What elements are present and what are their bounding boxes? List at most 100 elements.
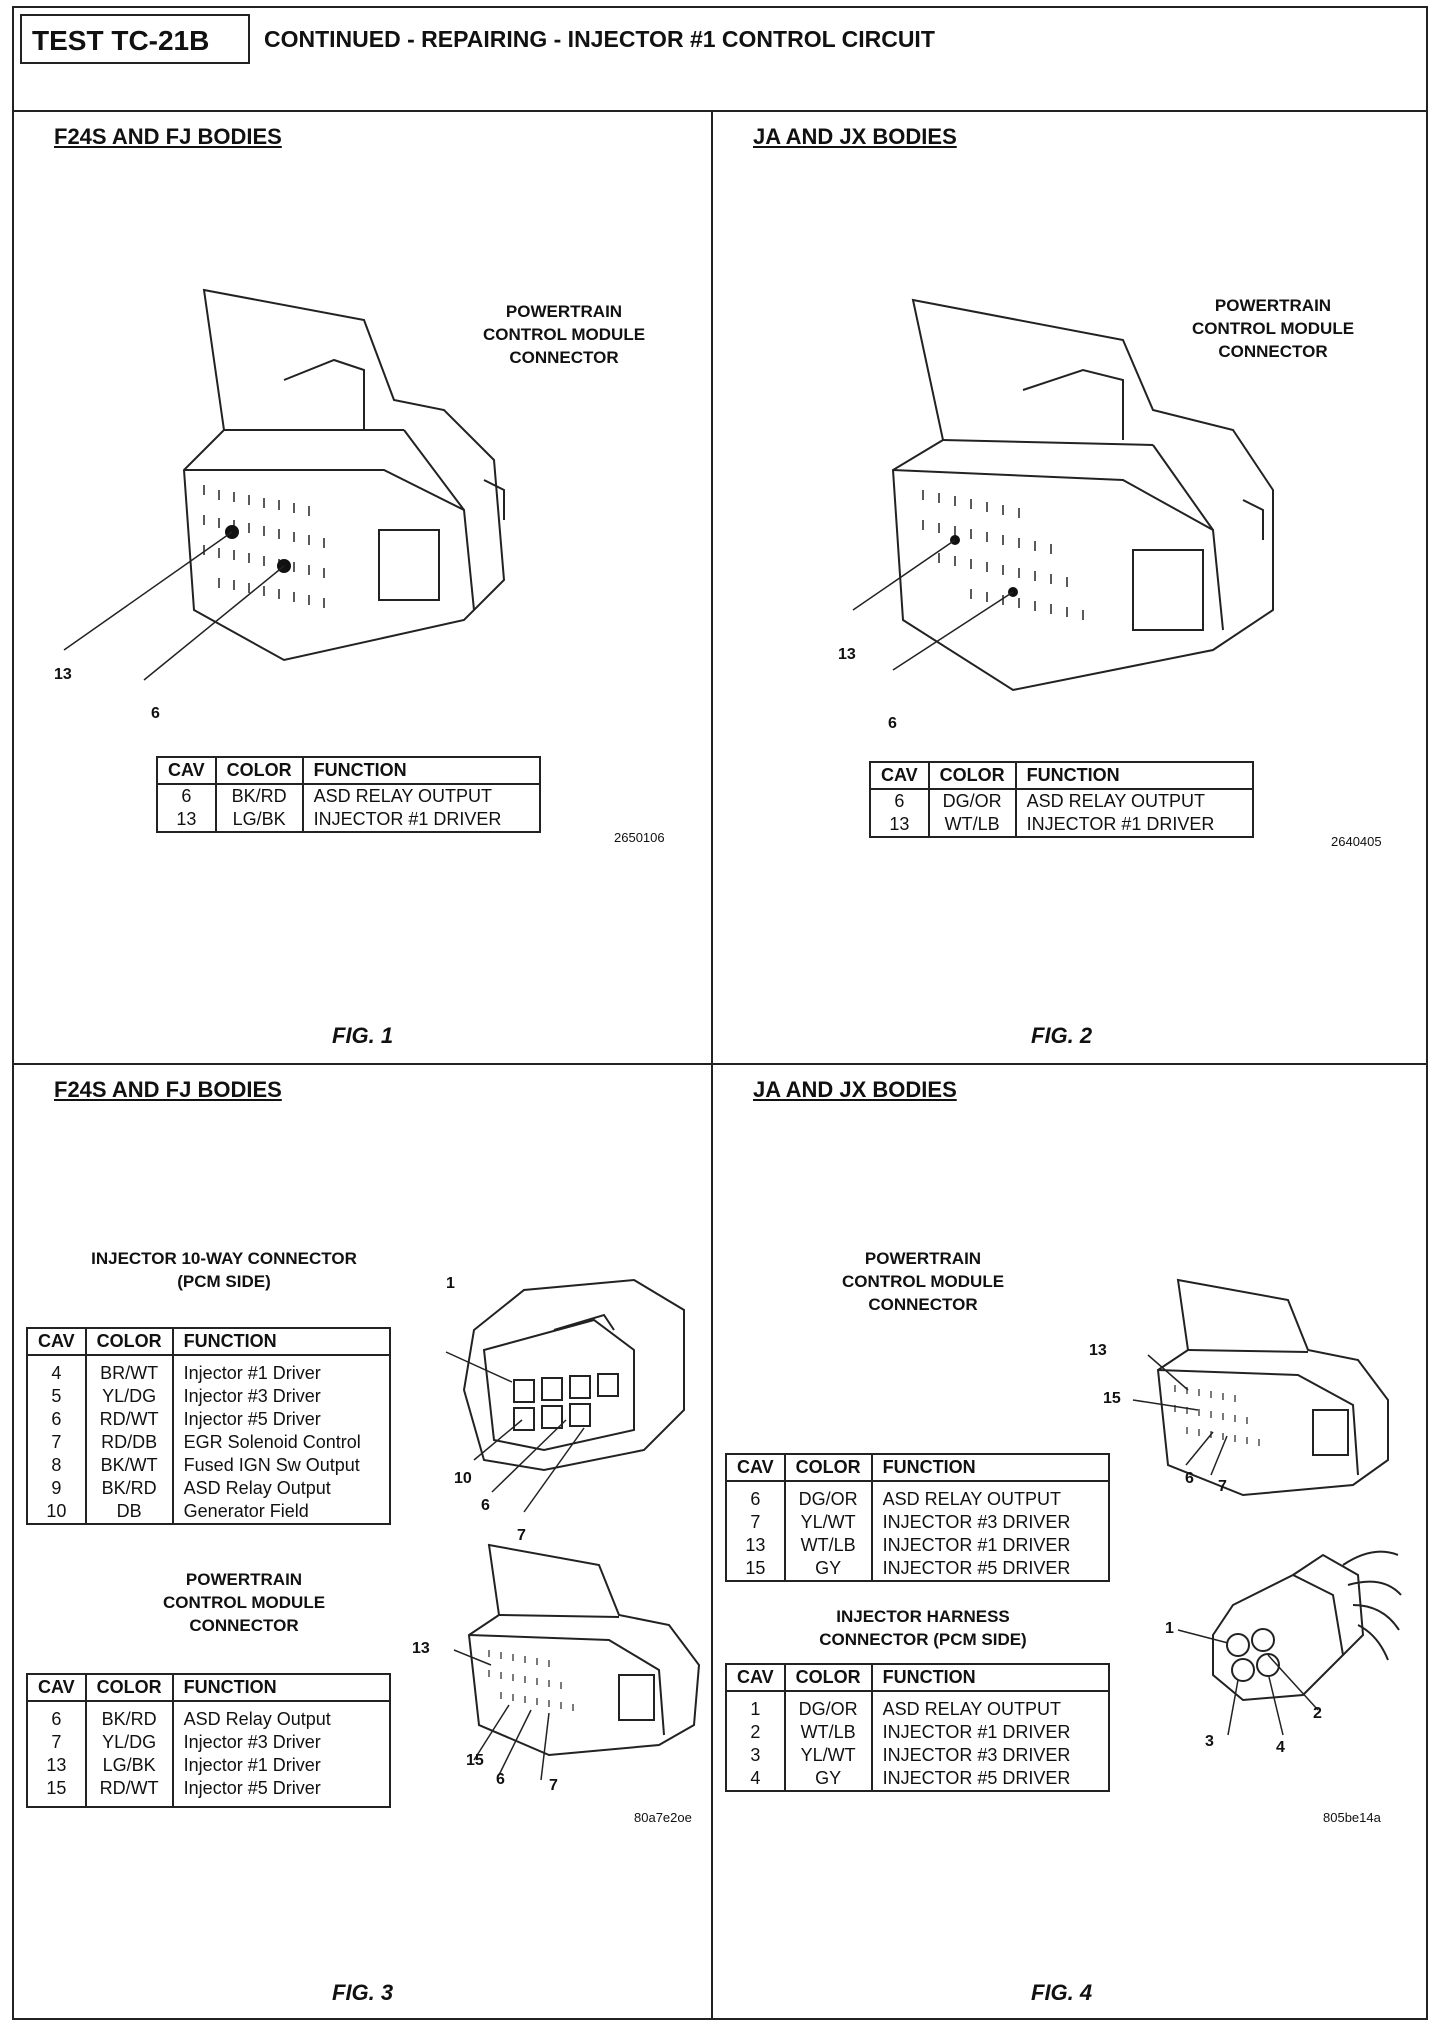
page-header: TEST TC-21B CONTINUED - REPAIRING - INJE… (14, 8, 1426, 112)
fig3-panel: F24S AND FJ BODIES INJECTOR 10-WAY CONNE… (14, 1065, 711, 2020)
cell-function: INJECTOR #1 DRIVER (313, 809, 502, 829)
table-row: 13 LG/BK INJECTOR #1 DRIVER (157, 808, 540, 832)
fig4-panel: JA AND JX BODIES POWERTRAIN CONTROL MODU… (713, 1065, 1426, 2020)
fig4-label: FIG. 4 (1031, 1980, 1093, 2005)
col-function: FUNCTION (871, 1454, 1109, 1482)
fig4-pcm-callout-7: 7 (1218, 1478, 1227, 1495)
table-header-row: CAV COLOR FUNCTION (726, 1454, 1109, 1482)
fig4-pcm-connector-drawing (1132, 1278, 1389, 1497)
cell-cav: 13 (870, 813, 930, 837)
fig3-pcm-callout-6: 6 (496, 1771, 505, 1788)
fig4-pcm-callout-15: 15 (1103, 1390, 1121, 1407)
col-color: COLOR (215, 757, 304, 785)
fig1-pcm-connector-drawing (63, 288, 506, 681)
fig4-harness-callout-3: 3 (1205, 1733, 1214, 1750)
cell-cav: 6 (157, 784, 217, 808)
fig3-inj-callout-1: 1 (446, 1275, 455, 1292)
table-header-row: CAV COLOR FUNCTION (27, 1674, 390, 1702)
col-cav: CAV (726, 1454, 786, 1482)
fig2-callout-13: 13 (838, 646, 856, 663)
col-function: FUNCTION (1015, 762, 1253, 790)
fig2-callout-6: 6 (888, 715, 897, 732)
fig3-pcm-callout-13: 13 (412, 1640, 430, 1657)
table-header-row: CAV COLOR FUNCTION (27, 1328, 390, 1356)
fig3-pcm-callout-15: 15 (466, 1752, 484, 1769)
fig4-pcm-caption: POWERTRAIN CONTROL MODULE CONNECTOR (841, 1249, 1005, 1314)
table-header-row: CAV COLOR FUNCTION (870, 762, 1253, 790)
fig1-panel: F24S AND FJ BODIES POWERTRAIN CONTROL MO… (14, 110, 711, 1063)
col-cav: CAV (726, 1664, 786, 1692)
fig3-figure-code: 80a7e2oe (634, 1810, 692, 1825)
fig2-pcm-connector-drawing (852, 298, 1274, 692)
table-header-row: CAV COLOR FUNCTION (157, 757, 540, 785)
cell-color: BK/RD (215, 784, 304, 808)
fig4-title: JA AND JX BODIES (753, 1077, 957, 1102)
fig1-cav-table: CAV COLOR FUNCTION 6 BK/RD ASD RELAY OUT… (156, 756, 541, 833)
cell-color: LG/BK (215, 808, 304, 832)
fig4-harness-caption: INJECTOR HARNESS CONNECTOR (PCM SIDE) (819, 1607, 1027, 1649)
table-row: 6 BK/RD ASD RELAY OUTPUT (157, 784, 540, 808)
cell-cav: 13 (157, 808, 217, 832)
cell-color: WT/LB (928, 813, 1017, 837)
table-row: 13 WT/LB INJECTOR #1 DRIVER (870, 813, 1253, 837)
fig3-pcm-connector-drawing (453, 1543, 701, 1781)
test-id: TEST TC-21B (20, 14, 250, 64)
col-cav: CAV (27, 1674, 87, 1702)
col-function: FUNCTION (172, 1674, 390, 1702)
fig3-injector-connector-drawing (445, 1278, 685, 1513)
fig3-inj-callout-10: 10 (454, 1470, 472, 1487)
fig3-pcm-callout-7: 7 (549, 1777, 558, 1794)
fig1-callout-6: 6 (151, 705, 160, 722)
fig1-connector-caption: POWERTRAIN CONTROL MODULE CONNECTOR (482, 302, 646, 367)
fig1-label: FIG. 1 (332, 1023, 394, 1048)
col-color: COLOR (784, 1454, 873, 1482)
col-color: COLOR (784, 1664, 873, 1692)
col-cav: CAV (27, 1328, 87, 1356)
fig4-harness-callout-4: 4 (1276, 1739, 1285, 1756)
fig3-inj-callout-7: 7 (517, 1527, 526, 1544)
table-header-row: CAV COLOR FUNCTION (726, 1664, 1109, 1692)
fig2-title: JA AND JX BODIES (753, 124, 957, 149)
fig4-harness-connector-drawing (1177, 1550, 1402, 1736)
fig3-label: FIG. 3 (332, 1980, 394, 2005)
fig4-harness-callout-1: 1 (1165, 1620, 1174, 1637)
fig1-title: F24S AND FJ BODIES (54, 124, 282, 149)
table-row: 6 DG/OR ASD RELAY OUTPUT (870, 789, 1253, 813)
fig3-injector-caption: INJECTOR 10-WAY CONNECTOR (PCM SIDE) (91, 1249, 357, 1291)
col-color: COLOR (928, 762, 1017, 790)
cell-color: DG/OR (928, 789, 1017, 813)
col-function: FUNCTION (172, 1328, 390, 1356)
vertical-divider (711, 110, 713, 2020)
col-function: FUNCTION (871, 1664, 1109, 1692)
fig4-pcm-callout-6: 6 (1185, 1470, 1194, 1487)
cell-cav: 6 (870, 789, 930, 813)
fig2-panel: JA AND JX BODIES POWERTRAIN CONTROL MODU… (713, 110, 1426, 1063)
horizontal-divider (14, 1063, 1426, 1065)
fig2-figure-code: 2640405 (1331, 834, 1382, 849)
fig2-label: FIG. 2 (1031, 1023, 1093, 1048)
fig2-cav-table: CAV COLOR FUNCTION 6 DG/OR ASD RELAY OUT… (869, 761, 1254, 838)
cell-function: ASD RELAY OUTPUT (1026, 791, 1206, 811)
col-cav: CAV (157, 757, 217, 785)
col-function: FUNCTION (302, 757, 540, 785)
cell-function: ASD RELAY OUTPUT (313, 786, 493, 806)
col-cav: CAV (870, 762, 930, 790)
col-color: COLOR (85, 1674, 174, 1702)
test-page: TEST TC-21B CONTINUED - REPAIRING - INJE… (12, 6, 1428, 2020)
fig3-pcm-caption: POWERTRAIN CONTROL MODULE CONNECTOR (162, 1570, 326, 1635)
